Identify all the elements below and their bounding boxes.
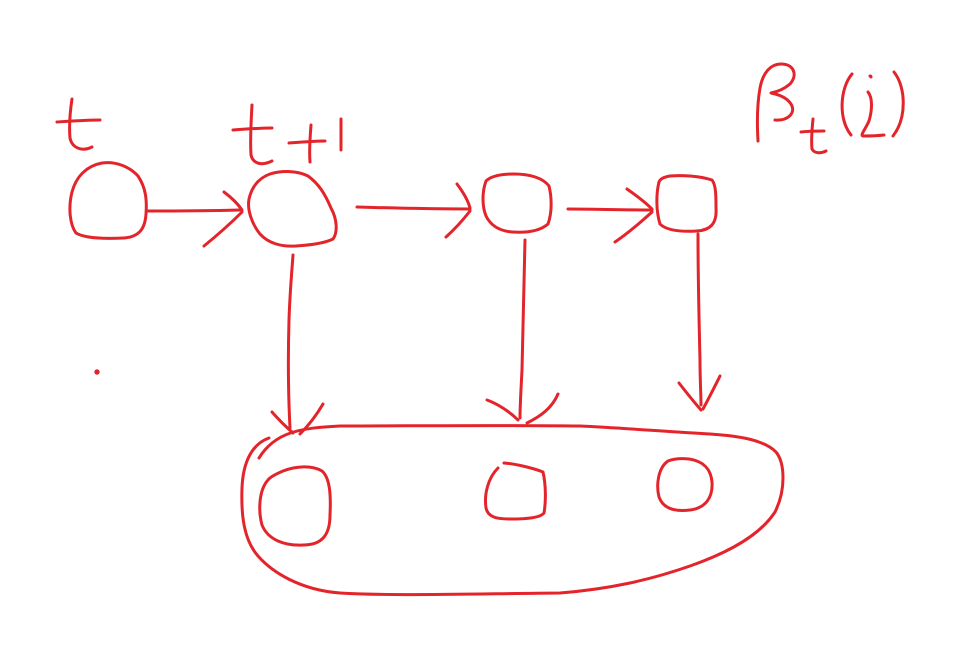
observation-node-3 bbox=[656, 457, 714, 512]
label-t bbox=[55, 97, 102, 151]
hidden-state-t-plus-1 bbox=[247, 170, 338, 248]
transition-arrow-3 bbox=[566, 187, 654, 244]
stray-dot bbox=[94, 369, 100, 375]
hidden-state-t-plus-3 bbox=[655, 174, 718, 233]
emission-arrow-2 bbox=[485, 238, 560, 425]
observation-node-2 bbox=[484, 461, 547, 521]
transition-arrow-1 bbox=[146, 190, 244, 248]
transition-arrow-2 bbox=[355, 182, 472, 239]
label-t-plus-1 bbox=[231, 103, 343, 166]
observation-group-outline bbox=[240, 424, 785, 597]
ink-layer bbox=[55, 62, 905, 597]
hidden-state-t-plus-2 bbox=[481, 172, 553, 234]
label-beta-t-j bbox=[755, 62, 905, 155]
emission-arrow-1 bbox=[270, 253, 325, 436]
hidden-state-t bbox=[68, 161, 148, 240]
emission-arrow-3 bbox=[677, 232, 722, 412]
observation-node-1 bbox=[258, 465, 332, 547]
